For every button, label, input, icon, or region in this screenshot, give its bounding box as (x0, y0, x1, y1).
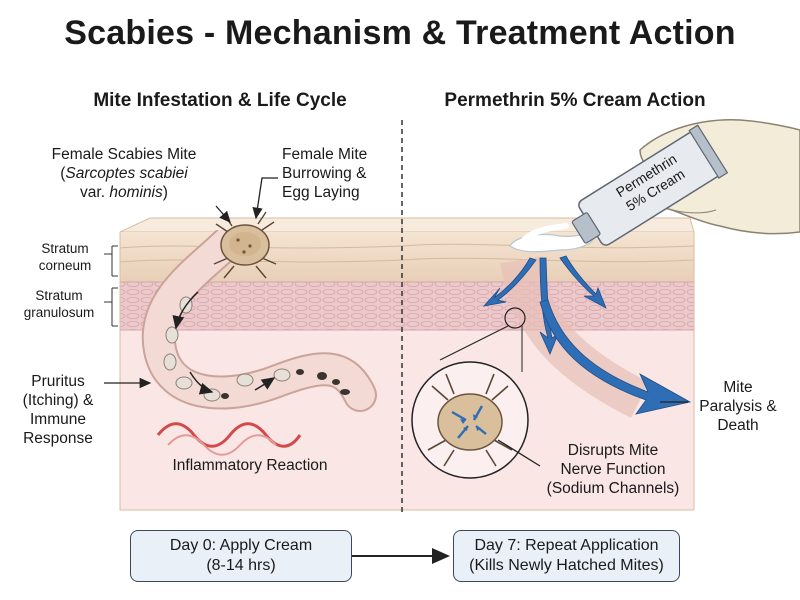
right-heading: Permethrin 5% Cream Action (444, 90, 706, 111)
corneum-line2: corneum (38, 258, 92, 273)
paren-open: ( (60, 165, 66, 182)
cream-tube (571, 124, 729, 246)
disrupts-label: Disrupts Mite Nerve Function (Sodium Cha… (528, 441, 698, 498)
female-mite-line3: var. hominis) (24, 183, 224, 202)
disrupts-line2: Nerve Function (560, 461, 666, 478)
left-heading: Mite Infestation & Life Cycle (93, 90, 347, 111)
female-mite-line1: Female Scabies Mite (51, 146, 197, 163)
day7-line2: (Kills Newly Hatched Mites) (469, 557, 664, 574)
pruritus-label: Pruritus (Itching) & Immune Response (12, 372, 104, 448)
disrupts-line3: (Sodium Channels) (546, 480, 680, 497)
skin-block-left (119, 217, 403, 510)
pruritus-line1: Pruritus (31, 373, 85, 390)
paren-close: ) (162, 184, 168, 201)
female-mite-label: Female Scabies Mite (Sarcoptes scabiei v… (24, 145, 224, 202)
species-name: Sarcoptes scabiei (65, 165, 188, 182)
mite-droppings (221, 369, 350, 399)
female-mite-line2: (Sarcoptes scabiei (24, 164, 224, 183)
pruritus-line2: (Itching) & (22, 392, 94, 409)
paralysis-line3: Death (717, 417, 759, 434)
paralysis-line2: Paralysis & (699, 398, 777, 415)
day0-line1: Day 0: Apply Cream (169, 537, 313, 554)
day0-line2: (8-14 hrs) (206, 557, 276, 574)
inflammatory-label: Inflammatory Reaction (172, 457, 328, 474)
burrowing-line3: Egg Laying (282, 184, 360, 201)
stratum-granulosum-label: Stratum granulosum (14, 287, 104, 321)
pruritus-line3: Immune (30, 411, 86, 428)
granulosum-line1: Stratum (35, 288, 83, 303)
var-prefix: var. (80, 184, 110, 201)
burrowing-label: Female Mite Burrowing & Egg Laying (282, 145, 402, 202)
permethrin-arrows (482, 255, 692, 415)
disrupts-line1: Disrupts Mite (567, 442, 659, 459)
day0-box: Day 0: Apply Cream (8-14 hrs) (130, 530, 352, 582)
paralysis-label: Mite Paralysis & Death (688, 378, 788, 435)
day7-line1: Day 7: Repeat Application (474, 537, 659, 554)
pruritus-line4: Response (23, 430, 93, 447)
female-mite (213, 211, 277, 279)
corneum-line1: Stratum (41, 241, 89, 256)
paralysis-line1: Mite (723, 379, 753, 396)
burrowing-line2: Burrowing & (282, 165, 367, 182)
variety-name: hominis (109, 184, 163, 201)
page-title: Scabies - Mechanism & Treatment Action (64, 14, 736, 52)
day7-box: Day 7: Repeat Application (Kills Newly H… (453, 530, 680, 582)
pointer-lines (104, 177, 688, 467)
stratum-corneum-label: Stratum corneum (26, 240, 104, 274)
magnified-mite (411, 361, 529, 479)
burrowing-line1: Female Mite (282, 146, 368, 163)
layer-brackets (104, 245, 118, 327)
granulosum-line2: granulosum (23, 305, 95, 320)
